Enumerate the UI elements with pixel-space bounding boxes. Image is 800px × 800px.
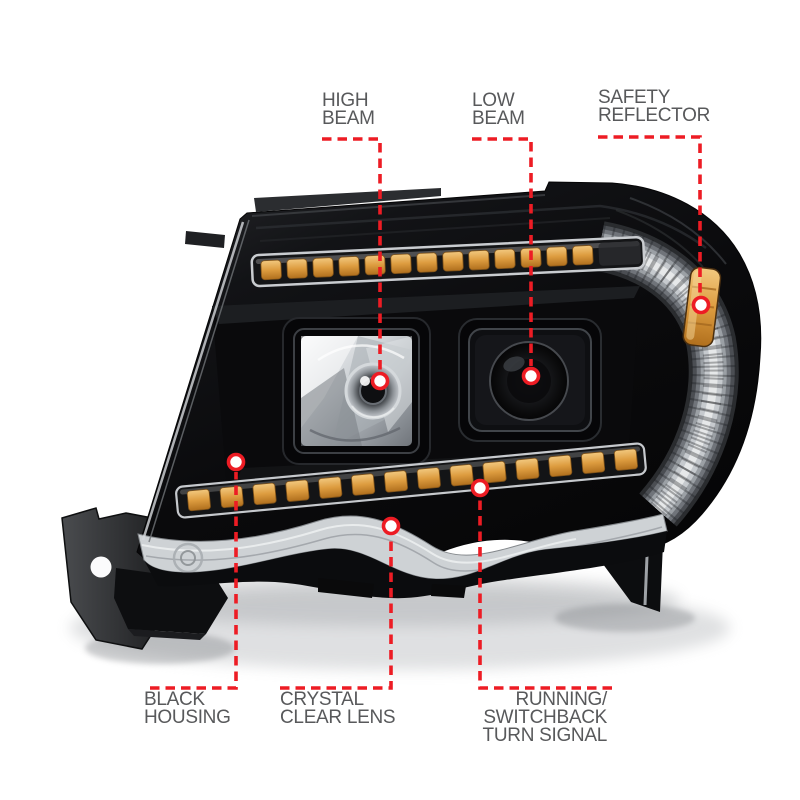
callout-line-crystal-clear-lens — [280, 536, 393, 690]
label-line: BLACK — [144, 689, 205, 710]
label-line: SWITCHBACK — [483, 707, 607, 728]
top-edge-lines — [251, 194, 707, 250]
edge-highlights — [141, 197, 727, 543]
top-drl-leds — [260, 245, 594, 281]
high-beam-projector — [282, 317, 431, 465]
label-line: BEAM — [322, 108, 375, 129]
callout-line-black-housing — [150, 472, 238, 690]
label-line: HIGH — [322, 90, 369, 111]
callout-dot-low-beam — [521, 366, 541, 386]
callout-line-safety-reflector — [598, 135, 702, 295]
callout-dot-high-beam — [370, 371, 390, 391]
lower-drl-leds — [186, 448, 638, 512]
label-line: LOW — [472, 90, 515, 111]
label-line: BEAM — [472, 108, 525, 129]
callout-line-running-switchback — [478, 498, 612, 690]
callout-label-black-housing: BLACK HOUSING — [144, 689, 231, 728]
lower-switchback-strip — [175, 442, 647, 519]
callout-dot-black-housing — [226, 452, 246, 472]
label-line: SAFETY — [598, 87, 671, 108]
lens-socket-detail — [172, 542, 204, 574]
callout-dot-safety-reflector — [691, 295, 711, 315]
top-lip — [254, 188, 441, 212]
callout-label-running-switchback-turn-signal: RUNNING/ SWITCHBACK TURN SIGNAL — [482, 689, 608, 746]
callout-label-low-beam: LOW BEAM — [472, 90, 525, 129]
callout-label-high-beam: HIGH BEAM — [322, 90, 375, 129]
top-mount-tab — [185, 231, 225, 248]
label-line: REFLECTOR — [598, 105, 711, 126]
label-line: CLEAR LENS — [280, 707, 396, 728]
top-drl-strip — [250, 235, 646, 288]
label-line: TURN SIGNAL — [482, 725, 608, 746]
callout-dot-crystal-clear-lens — [381, 516, 401, 536]
callout-label-safety-reflector: SAFETY REFLECTOR — [598, 87, 711, 126]
callout-label-crystal-clear-lens: CRYSTAL CLEAR LENS — [280, 689, 396, 728]
bracket-hole — [90, 556, 112, 578]
label-line: RUNNING/ — [515, 689, 607, 710]
callout-line-high-beam — [322, 137, 382, 371]
callout-line-low-beam — [472, 137, 533, 366]
under-trim — [144, 531, 667, 599]
label-line: CRYSTAL — [280, 689, 364, 710]
callout-dot-running-switchback — [470, 478, 490, 498]
label-line: HOUSING — [144, 707, 231, 728]
